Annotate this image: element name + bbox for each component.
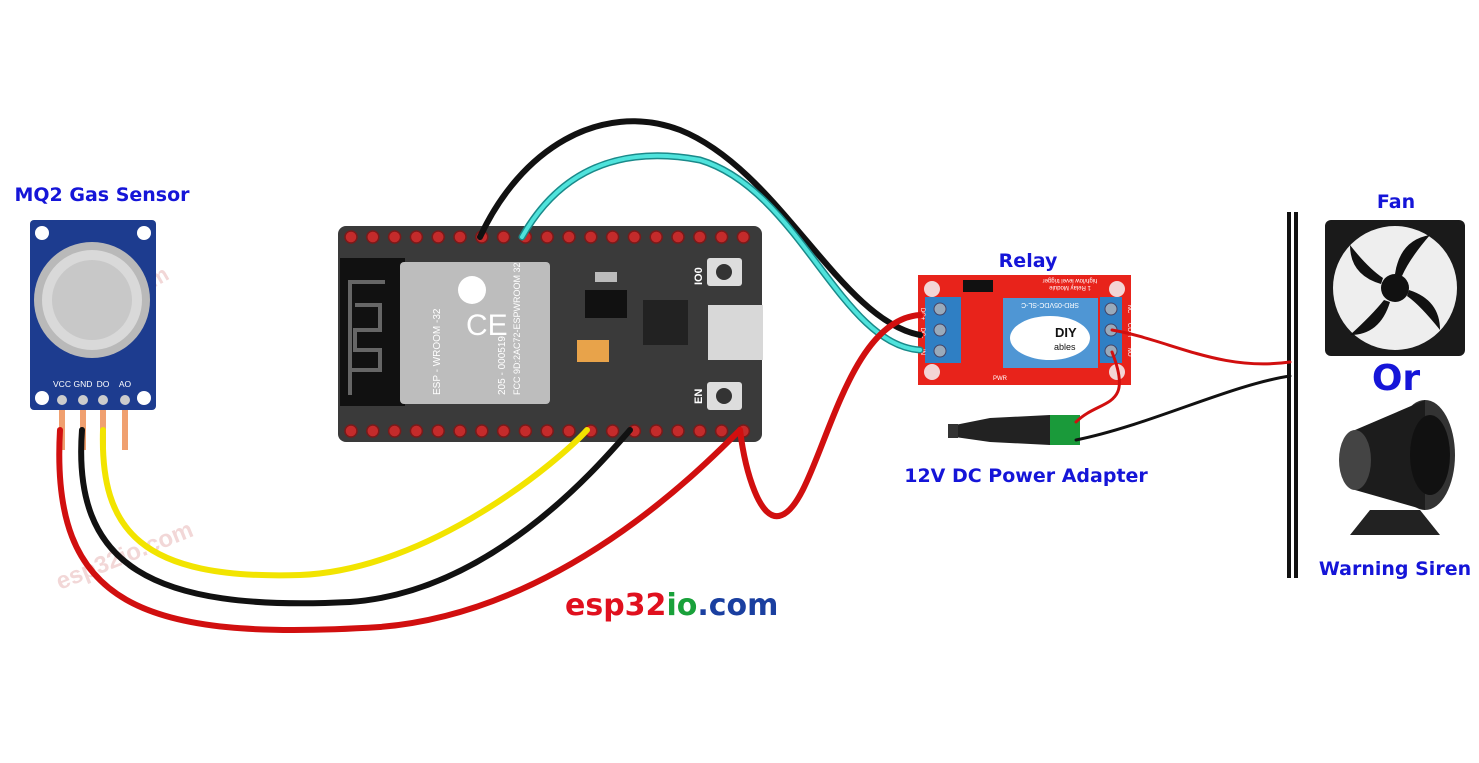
fan-label: Fan (1377, 191, 1415, 213)
adapter-label: 12V DC Power Adapter (904, 465, 1148, 487)
dc-power-adapter (948, 415, 1080, 445)
pin-no: NO (1126, 348, 1132, 357)
esp32-header-pin (562, 424, 576, 438)
wire-red-esp-relay (737, 312, 923, 520)
esp32-header-pin (496, 230, 511, 244)
brand-diy: DIY (1055, 325, 1077, 340)
fan-icon (1325, 220, 1465, 356)
pwr-label: PWR (993, 376, 1008, 382)
esp32-header-pin (387, 230, 402, 244)
warning-siren-icon (1339, 400, 1455, 535)
wire-black-esp-relay (477, 118, 923, 338)
esp32-header-pin (366, 230, 380, 244)
esp32-header-pin (584, 230, 598, 244)
esp32-header-pin (344, 230, 358, 244)
module-name: ESP - WROOM -32 (432, 308, 443, 395)
esp32-header-pin (409, 424, 424, 438)
esp32-header-pin (714, 424, 729, 438)
relay-label: Relay (999, 250, 1058, 272)
siren-label: Warning Siren (1319, 558, 1471, 580)
esp32-header-pin (714, 230, 729, 244)
wire-black-adapter-load (1074, 374, 1292, 442)
esp32-header-pin (453, 230, 467, 244)
pin-label-do: DO (97, 379, 110, 389)
en-label: EN (693, 389, 705, 404)
pin-nc: NC (1126, 305, 1132, 314)
esp32-header-pin (649, 424, 663, 438)
relay-subtitle: high/low level trigger (1043, 277, 1098, 283)
micro-usb-port[interactable] (708, 305, 763, 360)
website-label: esp32io.com (565, 588, 778, 623)
esp32-header-pin (431, 424, 445, 438)
esp32-header-pin (344, 424, 358, 438)
mq2-gas-sensor: VCC GND DO AO (30, 220, 156, 450)
esp32-header-pin (518, 424, 533, 438)
esp32-header-pin (671, 424, 685, 438)
esp32-header-pin (671, 230, 685, 244)
relay-module: DIY ables SRD-05VDC-SL-C 1 Relay Module … (918, 275, 1132, 385)
or-label: Or (1372, 358, 1421, 399)
esp32-header-pin (453, 424, 467, 438)
pin-label-ao: AO (119, 379, 132, 389)
ce-mark-icon: CE (466, 309, 508, 342)
wires (56, 118, 1292, 634)
esp32-header-pin (496, 424, 511, 438)
pin-com: COM (1126, 323, 1132, 337)
cert-code: 205 - 000519 (497, 336, 508, 395)
io0-label: IO0 (693, 267, 705, 285)
output-bus-bar (1287, 212, 1298, 578)
relay-part-number: SRD-05VDC-SL-C (1021, 301, 1079, 308)
website-part-com: .com (697, 588, 778, 623)
esp32-header-pin (475, 424, 489, 438)
esp32-header-pin (366, 424, 380, 438)
esp32-board: ESP - WROOM -32 205 - 000519 FCC 9D:2AC7… (338, 226, 763, 442)
esp32-header-pin (693, 424, 707, 438)
esp32-header-pin (605, 424, 620, 438)
wire-red-vcc (56, 427, 743, 634)
esp32-header-pin (540, 424, 554, 438)
fcc-id: FCC 9D:2AC72-ESPWROOM 32 (512, 262, 522, 395)
wire-red-no-adapter (1074, 350, 1121, 424)
esp32-header-pin (605, 230, 620, 244)
brand-ables: ables (1054, 342, 1076, 352)
esp32-header-pin (736, 230, 751, 244)
esp32-header-pin (693, 230, 707, 244)
website-part-esp32: esp32 (565, 588, 666, 623)
esp32-header-pin (649, 230, 663, 244)
website-part-io: io (666, 588, 697, 623)
espressif-logo-icon (458, 276, 486, 304)
relay-title: 1 Relay Module (1048, 284, 1090, 290)
esp32-header-pin (540, 230, 554, 244)
esp32-header-pin (562, 230, 576, 244)
wire-red-com-fan (1110, 328, 1292, 366)
pin-label-vcc: VCC (53, 379, 71, 389)
esp32-header-pin (409, 230, 424, 244)
sensor-label: MQ2 Gas Sensor (14, 184, 190, 206)
esp32-header-pin (431, 230, 445, 244)
esp32-header-pin (387, 424, 402, 438)
wire-yellow-do (99, 427, 590, 579)
wire-black-gnd (78, 427, 633, 607)
esp32-header-pin (627, 230, 642, 244)
pin-label-gnd: GND (74, 379, 93, 389)
